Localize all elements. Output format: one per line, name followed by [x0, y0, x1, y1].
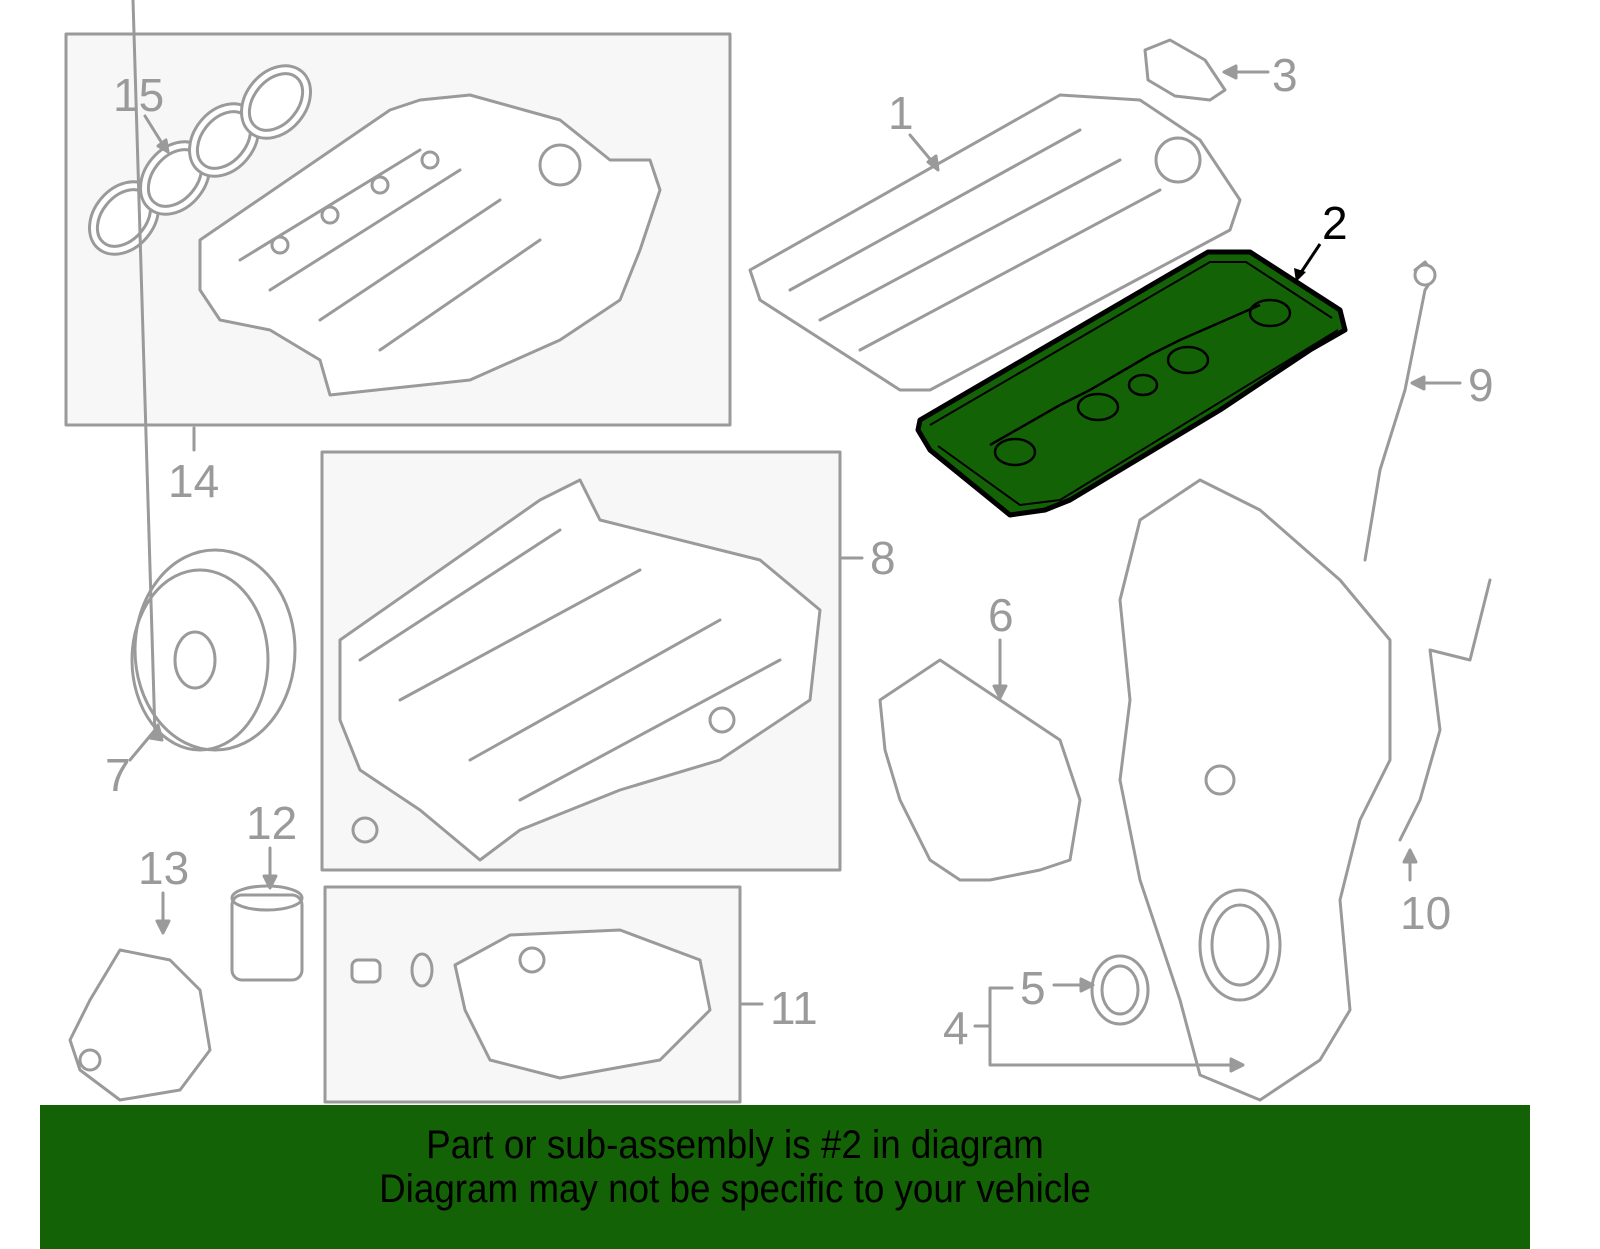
valve-cover-gasket-highlight[interactable]	[915, 249, 1348, 518]
callout-1[interactable]: 1	[888, 87, 914, 139]
callout-3[interactable]: 3	[1272, 49, 1298, 101]
oil-filter-drawing	[230, 893, 304, 982]
callout-9[interactable]: 9	[1468, 359, 1494, 411]
water-pump-cover-drawing	[878, 658, 1082, 882]
intake-gasket-drawing	[88, 64, 312, 256]
callout-4[interactable]: 4	[943, 1002, 969, 1054]
callout-10[interactable]: 10	[1400, 887, 1452, 939]
oil-filler-cap-drawing	[1143, 38, 1227, 102]
callout-8[interactable]: 8	[870, 532, 896, 584]
banner-disclaimer-text: Diagram may not be specific to your vehi…	[379, 1167, 1091, 1211]
lower-oil-pan-drawing	[453, 928, 712, 1080]
dipstick-tube-drawing	[1398, 578, 1492, 842]
callout-6[interactable]: 6	[988, 589, 1014, 641]
callout-13[interactable]: 13	[138, 842, 190, 894]
valve-cover-drawing	[748, 93, 1242, 392]
oil-pump-drawing	[68, 948, 212, 1102]
callout-11[interactable]: 11	[770, 982, 818, 1034]
callout-7[interactable]: 7	[105, 749, 131, 801]
timing-cover-drawing	[1118, 478, 1392, 1102]
callout-5[interactable]: 5	[1020, 962, 1046, 1014]
callout-2[interactable]: 2	[1322, 197, 1348, 249]
callout-15[interactable]: 15	[113, 69, 165, 121]
info-banner: Part or sub-assembly is #2 in diagram Di…	[40, 1105, 1530, 1249]
dipstick-drawing	[1363, 260, 1437, 562]
upper-oil-pan-drawing	[338, 478, 822, 862]
callout-12[interactable]: 12	[246, 797, 298, 849]
banner-part-text: Part or sub-assembly is #2 in diagram	[426, 1123, 1044, 1167]
callout-14[interactable]: 14	[168, 455, 220, 507]
